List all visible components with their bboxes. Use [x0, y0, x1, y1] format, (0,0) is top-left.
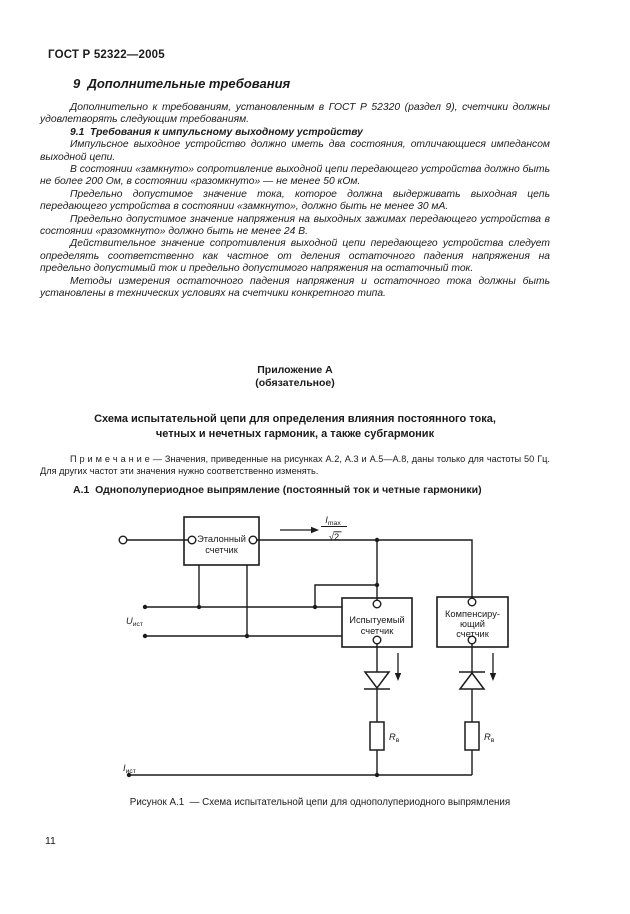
paragraph: В состоянии «замкнуто» сопротивление вых… [40, 164, 550, 188]
meter-under-test-terminal-top [372, 599, 382, 609]
meter-under-test-label-line2: счетчик [361, 626, 395, 636]
resistor-left-symbol [369, 721, 385, 751]
appendix-title-line-1: Схема испытательной цепи для определения… [94, 413, 496, 425]
current-source-label: Iист [123, 763, 136, 775]
meter-under-test-label-line1: Испытуемый [349, 615, 404, 625]
meter-under-test-terminal-bottom [372, 635, 382, 645]
paragraph: Предельно допустимое значение тока, кото… [40, 188, 550, 213]
current-arrow-top [280, 526, 319, 534]
voltage-source-label: Uист [126, 616, 143, 628]
figure-caption: Рисунок А.1 — Схема испытательной цепи д… [129, 797, 511, 808]
diode-down-symbol [363, 671, 391, 690]
reference-meter-label-line2: счетчик [205, 545, 239, 555]
compensating-meter-label-line3: счетчик [456, 629, 490, 639]
clause-a1-heading: А.1 Однополупериодное выпрямление (посто… [73, 484, 482, 496]
diode-up-symbol [458, 671, 486, 690]
reference-meter-terminal-left [187, 535, 197, 545]
paragraph: Импульсное выходное устройство должно им… [40, 139, 550, 163]
paragraph: Методы измерения остаточного падения нап… [40, 275, 550, 300]
paragraph: Действительное значение сопротивления вы… [40, 238, 550, 275]
circuit-wires [123, 539, 473, 776]
appendix-label: Приложение А [257, 364, 333, 376]
resistor-right-symbol [464, 721, 480, 751]
appendix-title-line-2: четных и нечетных гармоник, а также субг… [155, 428, 435, 440]
compensating-meter-label-line1: Компенсиру- [445, 609, 500, 619]
reference-meter-terminal-right [248, 535, 258, 545]
imax-numerator-label: Imax [325, 515, 341, 527]
section-9-body: Дополнительно к требованиям, установленн… [40, 102, 550, 301]
section-9-heading: 9 Дополнительные требования [73, 76, 291, 91]
junction-dots [126, 537, 380, 778]
imax-denominator-label: √2 [329, 532, 339, 542]
subsection-9-1-heading: 9.1 Требования к импульсному выходному у… [70, 126, 363, 138]
resistor-left-label: Rв [389, 732, 400, 744]
standard-number-header: ГОСТ Р 52322—2005 [48, 49, 165, 61]
compensating-meter-terminal-top [467, 597, 477, 607]
input-terminal [118, 535, 128, 545]
current-arrow-right-branch [489, 653, 497, 681]
compensating-meter-label-line2: ющий [460, 619, 485, 629]
note-text: П р и м е ч а н и е — Значения, приведен… [40, 454, 550, 477]
paragraph: Предельно допустимое значение напряжения… [40, 213, 550, 238]
page-number: 11 [45, 835, 56, 847]
test-circuit-diagram: Imax √2 Uист Iист Rв Rв Эталонный счетчи… [118, 515, 509, 778]
current-arrow-left-branch [394, 653, 402, 681]
appendix-status: (обязательное) [255, 377, 335, 389]
resistor-right-label: Rв [484, 732, 495, 744]
terminal-circles [118, 535, 477, 645]
compensating-meter-terminal-bottom [467, 635, 477, 645]
paragraph-intro: Дополнительно к требованиям, установленн… [40, 102, 550, 126]
reference-meter-label-line1: Эталонный [197, 534, 246, 544]
note-block: П р и м е ч а н и е — Значения, приведен… [40, 453, 550, 477]
reference-meter-box [183, 516, 260, 566]
appendix-title: Схема испытательной цепи для определения… [40, 412, 550, 442]
